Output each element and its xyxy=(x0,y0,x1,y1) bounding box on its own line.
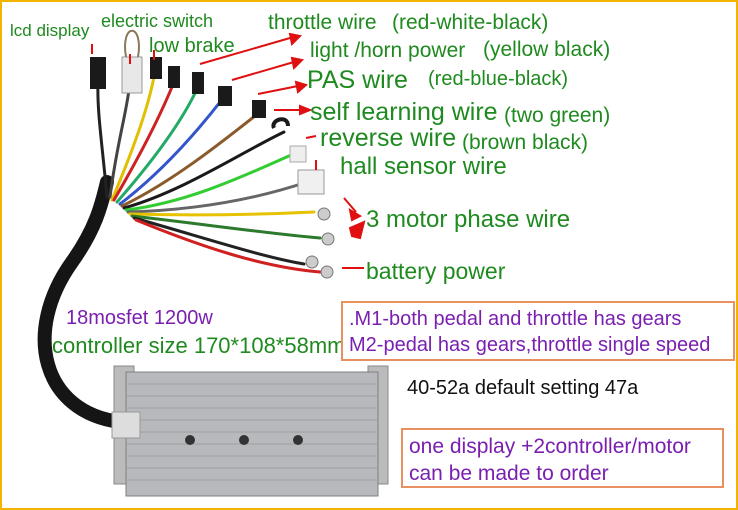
order-line-2: can be made to order xyxy=(409,462,609,485)
electric-switch-label: electric switch xyxy=(101,11,214,31)
controller-body xyxy=(111,365,389,497)
low-brake-label: low brake xyxy=(149,35,235,57)
self-learning-color-label: (two green) xyxy=(504,104,611,127)
pas-color-label: (red-blue-black) xyxy=(428,68,569,90)
throttle-color-label: (red-white-black) xyxy=(392,11,549,34)
arrows xyxy=(91,32,366,269)
switch-loop xyxy=(124,29,140,58)
main-cable xyxy=(37,175,127,429)
screw-2 xyxy=(239,435,249,445)
brake-connector xyxy=(150,57,162,79)
mode-m2-text: M2-pedal has gears,throttle single speed xyxy=(349,334,711,356)
pas-wire-label: PAS wire xyxy=(307,66,408,94)
self-learning-label: self learning wire xyxy=(310,98,498,126)
reverse-wire-label: reverse wire xyxy=(320,124,457,152)
connectors xyxy=(90,29,335,279)
order-box: one display +2controller/motor can be ma… xyxy=(401,428,724,488)
cable-gland xyxy=(111,411,141,439)
reverse-color-label: (brown black) xyxy=(462,131,589,154)
hall-sensor-label: hall sensor wire xyxy=(340,153,507,180)
mode-m1-text: .M1-both pedal and throttle has gears xyxy=(349,308,682,330)
light-horn-label: light /horn power xyxy=(310,39,466,62)
screw-3 xyxy=(293,435,303,445)
battery-ring-2 xyxy=(320,265,334,279)
reverse-connector xyxy=(289,145,307,163)
lcd-display-label: lcd display xyxy=(10,21,90,40)
order-line-1: one display +2controller/motor xyxy=(409,435,691,458)
switch-connector xyxy=(121,56,143,94)
motor-phase-label: 3 motor phase wire xyxy=(366,206,571,233)
hall-connector xyxy=(297,169,325,195)
lcd-connector xyxy=(90,57,106,89)
battery-ring-1 xyxy=(305,255,319,269)
phase-ring-1 xyxy=(317,207,331,221)
battery-power-label: battery power xyxy=(366,258,506,284)
phase-ring-2 xyxy=(321,232,335,246)
mosfet-spec-label: 18mosfet 1200w xyxy=(66,307,213,329)
current-setting-label: 40-52a default setting 47a xyxy=(407,377,639,399)
modes-box: .M1-both pedal and throttle has gears M2… xyxy=(341,301,735,361)
light-horn-color-label: (yellow black) xyxy=(483,38,611,61)
throttle-wire-label: throttle wire xyxy=(268,11,377,34)
controller-size-label: controller size 170*108*58mm xyxy=(52,333,346,358)
wire-bundle xyxy=(96,75,322,274)
screw-1 xyxy=(185,435,195,445)
